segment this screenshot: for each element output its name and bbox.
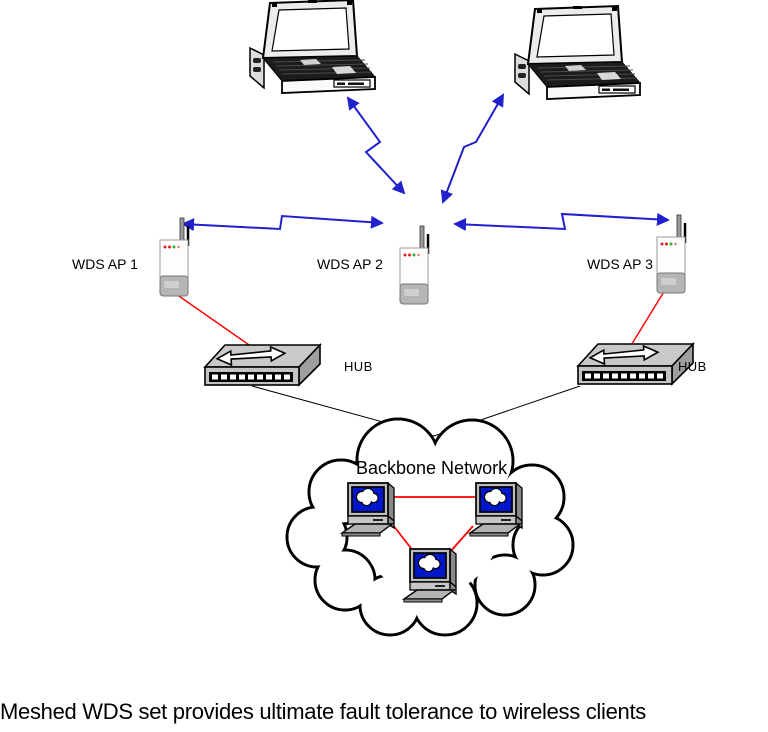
label-wds-ap-3: WDS AP 3 — [587, 256, 653, 272]
wireless-arrow-laptop2-ap2 — [440, 93, 504, 204]
wire-hubs-to-backbone — [251, 385, 581, 437]
hub-left — [204, 344, 321, 386]
label-wds-ap-2: WDS AP 2 — [317, 256, 383, 272]
label-hub-left: HUB — [344, 359, 373, 374]
backbone-pc-right — [469, 482, 523, 537]
wireless-arrow-ap1-ap2 — [181, 214, 384, 232]
label-hub-right: HUB — [678, 359, 707, 374]
backbone-cloud — [285, 417, 575, 637]
wireless-arrow-laptop1-ap2 — [346, 96, 406, 195]
label-backbone-network: Backbone Network — [356, 458, 508, 478]
access-point-wds-ap-3 — [655, 213, 687, 295]
laptop-client-1 — [249, 0, 376, 94]
wireless-links — [181, 93, 670, 232]
backbone-pc-left — [341, 482, 395, 537]
wire-ap3-hub-right — [629, 289, 666, 348]
caption: Meshed WDS set provides ultimate fault t… — [0, 699, 646, 724]
label-wds-ap-1: WDS AP 1 — [72, 256, 138, 272]
hub-right — [577, 343, 694, 385]
wireless-arrow-ap2-ap3 — [453, 212, 670, 231]
laptop-client-2 — [514, 5, 641, 100]
access-point-wds-ap-1 — [158, 216, 190, 298]
backbone-pc-bottom — [403, 548, 457, 603]
access-point-wds-ap-2 — [398, 224, 430, 306]
wire-ap1-hub-left — [175, 293, 253, 348]
